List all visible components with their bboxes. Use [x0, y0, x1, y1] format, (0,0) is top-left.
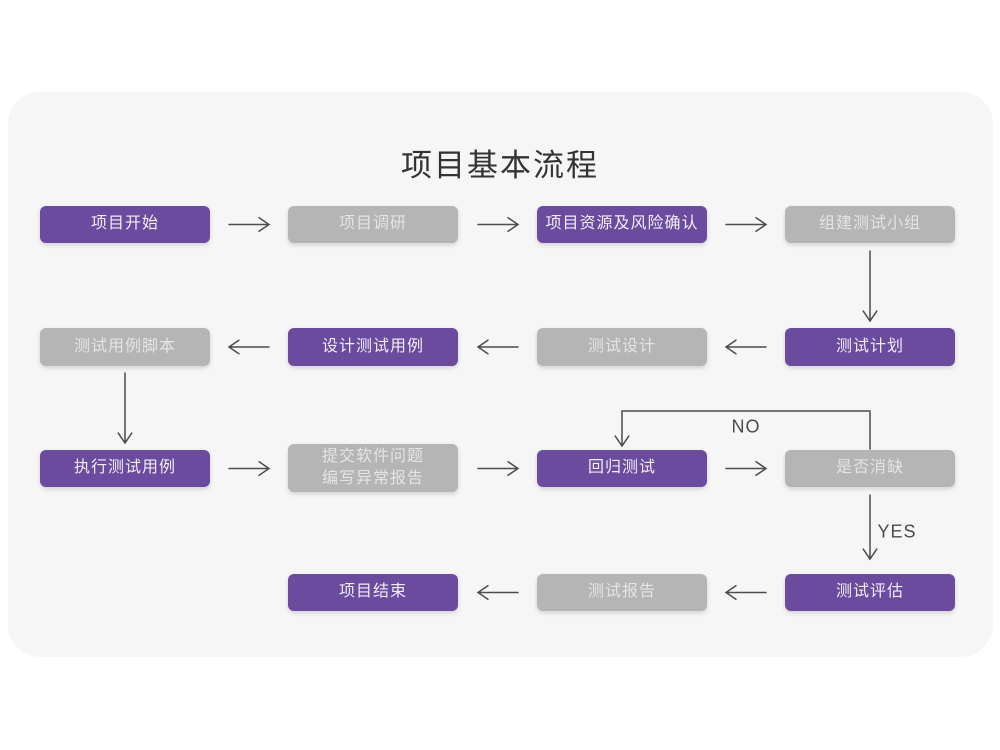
- flow-node-defect-cleared: 是否消缺: [785, 450, 955, 487]
- flow-node-test-plan: 测试计划: [785, 328, 955, 366]
- flow-node-test-evaluation: 测试评估: [785, 574, 955, 611]
- flow-node-build-test-team: 组建测试小组: [785, 206, 955, 243]
- flowchart-card: [8, 92, 993, 657]
- edge-label-no: NO: [731, 416, 761, 437]
- edge-label-yes: YES: [877, 521, 917, 542]
- flow-node-execute-test-case: 执行测试用例: [40, 450, 210, 487]
- flow-node-test-report: 测试报告: [537, 574, 707, 611]
- flow-node-test-design: 测试设计: [537, 328, 707, 366]
- flow-node-design-test-case: 设计测试用例: [288, 328, 458, 366]
- flow-node-project-end: 项目结束: [288, 574, 458, 611]
- flow-node-risk-confirm: 项目资源及风险确认: [537, 206, 707, 243]
- flow-node-project-start: 项目开始: [40, 206, 210, 243]
- diagram-title: 项目基本流程: [401, 148, 599, 183]
- flow-node-submit-bug-report: 提交软件问题 编写异常报告: [288, 444, 458, 492]
- flow-node-project-research: 项目调研: [288, 206, 458, 243]
- flow-node-test-case-script: 测试用例脚本: [40, 328, 210, 366]
- flow-node-regression-test: 回归测试: [537, 450, 707, 487]
